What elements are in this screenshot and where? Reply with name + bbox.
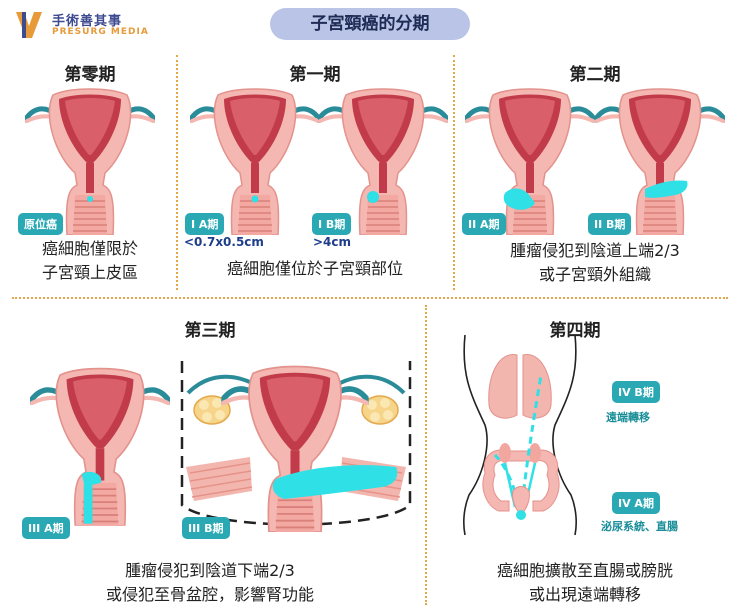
stage-1a-size: <0.7x0.5cm <box>184 235 264 249</box>
divider <box>453 55 455 290</box>
brand-name-en: PRESURG MEDIA <box>52 27 149 37</box>
tumor-mark <box>81 471 102 524</box>
stage-3-desc-line-1: 腫瘤侵犯到陰道下端2/3 <box>125 561 295 580</box>
divider <box>176 55 178 290</box>
stage-4-desc-line-2: 或出現遠端轉移 <box>528 585 641 604</box>
stage-0-desc-line-2: 子宮頸上皮區 <box>41 263 138 282</box>
tumor-mark <box>87 196 93 202</box>
brand-mark-icon <box>16 12 42 38</box>
stage-0-desc-line-1: 癌細胞僅限於 <box>41 239 138 258</box>
body-illustration <box>463 334 577 536</box>
tumor-mark <box>645 180 688 198</box>
stage-2-title: 第二期 <box>569 65 621 85</box>
stage-1-title: 第一期 <box>289 65 341 85</box>
stage-2-desc-line-1: 腫瘤侵犯到陰道上端2/3 <box>510 241 680 260</box>
brand-name-cn: 手術善其事 <box>52 14 123 29</box>
stage-3-title: 第三期 <box>184 321 236 341</box>
page-title: 子宮頸癌的分期 <box>270 8 470 40</box>
stage-3-desc-line-2: 或侵犯至骨盆腔，影響腎功能 <box>105 585 314 604</box>
tumor-mark <box>503 188 535 210</box>
tumor-mark <box>251 195 259 203</box>
stage-1a-badge: I A期 <box>185 213 225 235</box>
stage-4-desc-line-1: 癌細胞擴散至直腸或膀胱 <box>496 561 673 580</box>
stage-4a-badge: IV A期 <box>612 492 660 514</box>
stage-4a-meta: 泌尿系統、直腸 <box>601 520 678 533</box>
tumor-mark <box>272 465 398 499</box>
stage-2-desc-line-2: 或子宮頸外組織 <box>538 265 651 284</box>
stage-4b-badge: IV B期 <box>612 381 660 403</box>
stage-4-title: 第四期 <box>549 321 601 341</box>
stage-1-desc: 癌細胞僅位於子宮頸部位 <box>226 259 403 278</box>
stage-1b-size: >4cm <box>313 235 352 249</box>
stage-0-badge: 原位癌 <box>18 213 63 235</box>
divider <box>425 305 427 605</box>
stage-4b-meta: 遠端轉移 <box>606 411 650 424</box>
stage-3b-badge: III B期 <box>182 517 230 539</box>
stage-3a-badge: III A期 <box>22 517 70 539</box>
stage-2b-badge: II B期 <box>588 213 632 235</box>
brand-logo: 手術善其事 PRESURG MEDIA <box>12 8 182 42</box>
tumor-mark <box>367 191 379 203</box>
stage-1b-badge: I B期 <box>312 213 352 235</box>
stage-2a-badge: II A期 <box>462 213 506 235</box>
divider <box>12 297 728 299</box>
stage-0-title: 第零期 <box>64 65 116 85</box>
